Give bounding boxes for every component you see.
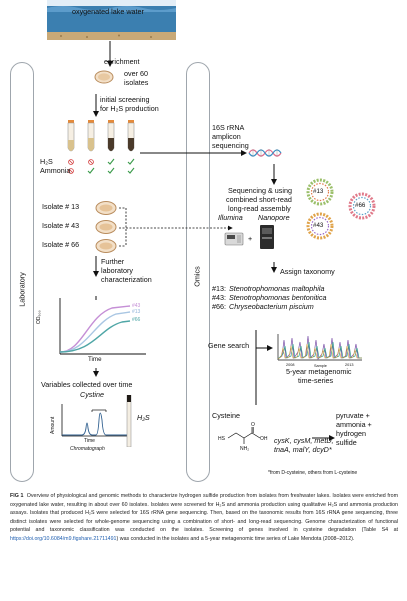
- timeseries-line1: 5-year metagenomic: [286, 367, 352, 376]
- laboratory-panel: [10, 62, 34, 482]
- genome-label-66: #66: [355, 202, 366, 209]
- cystine-label: Cystine: [80, 390, 104, 399]
- h2s-row-label: H₂S: [40, 157, 53, 166]
- timeseries-xlabel-left: 2008: [286, 363, 295, 367]
- caption-text-part1: Overview of physiological and genomic me…: [10, 493, 398, 534]
- growth-legend-43: #43: [132, 303, 141, 309]
- plus-sign: +: [248, 234, 253, 243]
- footnote: *from D-cysteine, others from L-cysteine: [268, 470, 358, 476]
- cysteine-structure-icon: [227, 427, 261, 444]
- growth-legend-66: #66: [132, 317, 141, 323]
- gene-search-label: Gene search: [208, 341, 250, 350]
- lake-water-label: oxygenated lake water: [72, 7, 144, 16]
- ammonia-row-label: Ammonia: [40, 166, 71, 175]
- genes-line1: cysK, cysM, metD,: [274, 436, 334, 445]
- chromatograph-plot: [61, 404, 128, 437]
- amplicon-line3: sequencing: [212, 141, 249, 150]
- taxonomy-66-id: #66:: [212, 302, 226, 311]
- cysteine-o: O: [251, 422, 255, 428]
- genes-line2: tnaA, malY, dcyD*: [274, 445, 332, 454]
- chrom-xlabel: Time: [84, 438, 95, 444]
- variables-title: Variables collected over time: [41, 380, 133, 389]
- amplicon-line1: 16S rRNA: [212, 123, 245, 132]
- enrichment-label: enrichment: [104, 57, 140, 66]
- chrom-ylabel: Amount: [50, 416, 56, 434]
- further-line3: characterization: [101, 275, 152, 284]
- dna-helix-icon: [248, 149, 282, 157]
- illumina-sequencer-icon: [224, 232, 244, 246]
- h2s-strip-icon: [126, 395, 132, 447]
- cysteine-nh2: NH₂: [240, 446, 250, 452]
- assign-taxonomy-label: Assign taxonomy: [280, 267, 335, 276]
- timeseries-line2: time-series: [298, 376, 334, 385]
- caption-text-part2: ) was conducted in the isolates and a 5-…: [116, 535, 355, 542]
- isolates-petri-dish-icon: [94, 70, 114, 84]
- taxonomy-66-name: Chryseobacterium piscium: [229, 302, 314, 311]
- workflow-arrows: [93, 41, 335, 441]
- isolate-dishes-icon: [95, 201, 117, 253]
- figure-caption: FIG 1 Overview of physiological and geno…: [10, 492, 398, 544]
- chromatograph-label: Chromatograph: [70, 446, 105, 452]
- products-line3: hydrogen: [336, 429, 366, 438]
- taxonomy-43-id: #43:: [212, 293, 226, 302]
- growth-xlabel: Time: [88, 356, 102, 363]
- isolate-66-label: Isolate # 66: [42, 240, 80, 249]
- caption-label: FIG 1: [10, 493, 24, 499]
- further-line2: laboratory: [101, 266, 133, 275]
- screening-line2: for H₂S production: [100, 104, 159, 113]
- h2s-strip-label: H₂S: [137, 413, 150, 422]
- illumina-label: Illumina: [218, 213, 243, 222]
- nanopore-sequencer-icon: [260, 225, 274, 249]
- growth-curve-plot: [59, 298, 146, 355]
- timeseries-xlabel-right: 2013: [345, 363, 354, 367]
- genome-label-43: #43: [313, 222, 324, 229]
- timeseries-xlabel-mid: Sample: [314, 364, 327, 368]
- cysteine-label: Cysteine: [212, 411, 240, 420]
- isolates-count-line1: over 60: [124, 69, 148, 78]
- taxonomy-13-id: #13:: [212, 284, 226, 293]
- sequencing-line1: Sequencing & using: [228, 186, 292, 195]
- taxonomy-13-name: Stenotrophomonas maltophila: [229, 284, 325, 293]
- isolate-13-label: Isolate # 13: [42, 202, 80, 211]
- taxonomy-43-name: Stenotrophomonas bentonitica: [229, 293, 327, 302]
- amplicon-line2: amplicon: [212, 132, 241, 141]
- further-line1: Further: [101, 257, 125, 266]
- cysteine-hs: HS: [218, 436, 225, 442]
- metagenomic-timeseries-plot: [277, 334, 362, 361]
- genome-label-13: #13: [313, 188, 324, 195]
- growth-legend-13: #13: [132, 309, 141, 315]
- products-line1: pyruvate +: [336, 411, 370, 420]
- nanopore-label: Nanopore: [258, 213, 290, 222]
- growth-ylabel: OD₆₀₀: [36, 310, 42, 324]
- sequencing-line2: combined short-read: [226, 195, 292, 204]
- cysteine-oh: OH: [260, 436, 268, 442]
- screening-tubes-icon: [67, 120, 135, 174]
- screening-line1: initial screening: [100, 95, 150, 104]
- genome-rings-icon: [306, 178, 376, 240]
- sequencing-line3: long-read assembly: [228, 204, 291, 213]
- products-line2: ammonia +: [336, 420, 372, 429]
- caption-link[interactable]: https://doi.org/10.6084/m9.figshare.2171…: [10, 535, 117, 542]
- isolates-count-line2: isolates: [124, 78, 149, 87]
- products-line4: sulfide: [336, 438, 357, 447]
- omics-panel: [186, 62, 210, 482]
- lake-water-illustration: [47, 0, 176, 40]
- isolate-43-label: Isolate # 43: [42, 221, 80, 230]
- figure: Laboratory Omics oxygenated lake water: [10, 0, 376, 482]
